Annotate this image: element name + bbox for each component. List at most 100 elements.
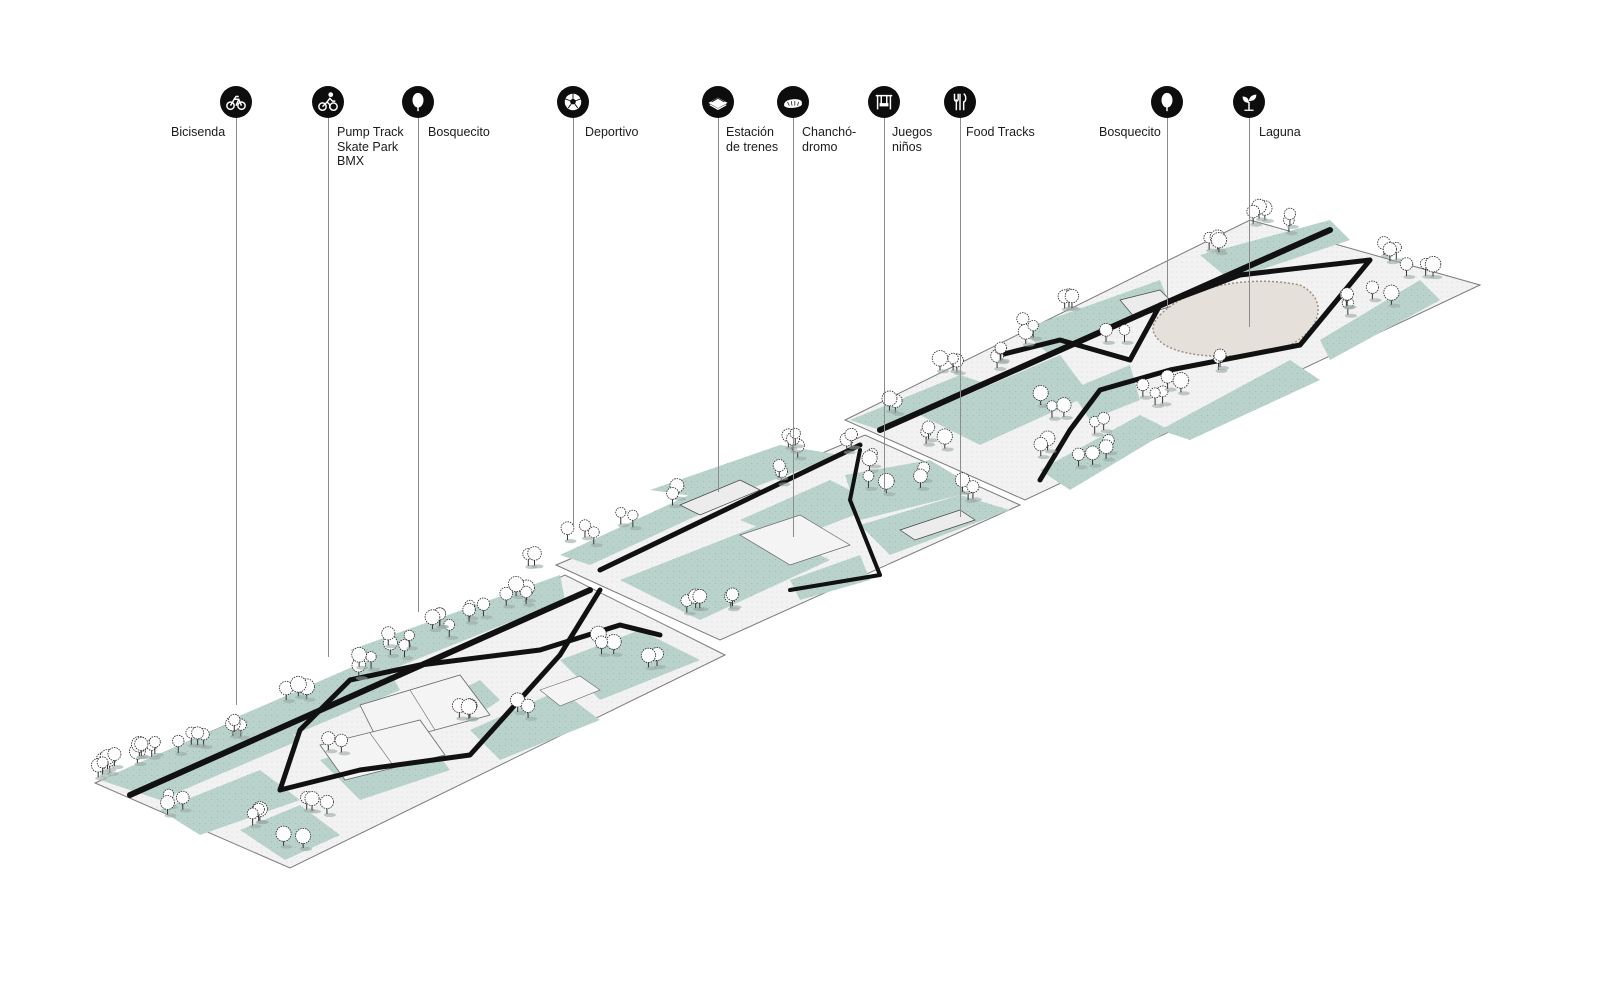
tree — [578, 519, 594, 541]
label-juegos: Juegos niños — [892, 125, 933, 154]
tree — [1383, 284, 1401, 308]
leader-line-food-tracks — [960, 117, 961, 517]
label-estacion: Estación de trenes — [726, 125, 779, 154]
tree — [499, 586, 516, 609]
leader-line-laguna — [1249, 117, 1250, 327]
tree — [1099, 323, 1116, 345]
tree — [862, 470, 878, 491]
tree — [913, 468, 930, 491]
tree — [476, 597, 493, 620]
tree — [1118, 324, 1134, 345]
cutlery-icon — [944, 86, 976, 118]
tree — [228, 713, 244, 735]
plot-1 — [93, 574, 727, 869]
tree-icon — [402, 86, 434, 118]
sprout-icon — [1233, 86, 1265, 118]
tree — [1097, 411, 1113, 434]
tree — [1283, 207, 1299, 229]
tree — [424, 609, 442, 633]
tree — [789, 427, 805, 449]
tree — [1027, 320, 1043, 341]
tree — [844, 427, 861, 450]
tree — [510, 692, 527, 715]
soccer-ball-icon — [557, 86, 589, 118]
leader-line-bosquecito-2 — [1167, 117, 1168, 307]
tree — [176, 790, 192, 813]
label-laguna: Laguna — [1259, 125, 1301, 139]
tree — [1033, 437, 1050, 460]
tree — [381, 626, 398, 649]
train-station-icon — [702, 86, 734, 118]
tree — [605, 634, 623, 657]
tree — [403, 629, 419, 651]
leader-line-bicisenda — [236, 117, 237, 705]
tree — [936, 428, 954, 452]
tree — [319, 794, 336, 817]
tree — [246, 807, 262, 829]
tree — [1213, 348, 1230, 371]
tree — [954, 472, 972, 495]
label-food-tracks: Food Tracks — [966, 125, 1035, 139]
tree — [295, 827, 313, 851]
tree — [615, 506, 630, 528]
tree — [627, 509, 642, 531]
tree — [1246, 204, 1263, 227]
cyclist-icon — [312, 86, 344, 118]
tree — [521, 698, 538, 721]
tree — [519, 585, 536, 607]
tree — [160, 795, 177, 818]
tree — [994, 341, 1010, 363]
tree — [462, 603, 479, 625]
tree — [191, 726, 207, 748]
tree — [666, 487, 682, 509]
tree — [1046, 400, 1061, 421]
tree — [1089, 416, 1104, 437]
leader-line-bosquecito-1 — [418, 117, 419, 612]
tree — [321, 731, 338, 754]
tree — [877, 472, 896, 497]
tree — [1210, 232, 1228, 256]
tree — [508, 576, 526, 600]
main-paths — [127, 227, 1373, 798]
tree — [692, 588, 709, 612]
tree — [1149, 387, 1165, 408]
tree — [460, 698, 478, 722]
tree — [1085, 445, 1102, 468]
label-bosquecito-1: Bosquecito — [428, 125, 490, 139]
tree — [289, 675, 308, 700]
tree — [1365, 280, 1382, 303]
tree — [772, 459, 789, 481]
tree — [1340, 287, 1357, 309]
tree — [1064, 288, 1081, 312]
label-deportivo: Deportivo — [585, 125, 639, 139]
stadium-icon — [777, 86, 809, 118]
tree — [931, 350, 949, 374]
tree — [1399, 257, 1416, 280]
tree — [304, 791, 322, 814]
tree — [148, 736, 164, 757]
tree — [134, 736, 151, 759]
tree — [1072, 447, 1088, 470]
tree — [1098, 439, 1116, 462]
tree — [96, 756, 112, 778]
tree — [587, 526, 603, 548]
tree — [560, 521, 577, 544]
tree — [172, 734, 188, 756]
tree — [1172, 372, 1190, 396]
tree — [1136, 378, 1152, 400]
trees — [91, 198, 1443, 851]
tree — [594, 635, 611, 658]
label-bicisenda: Bicisenda — [171, 125, 226, 139]
tree — [640, 647, 658, 671]
tree — [365, 651, 381, 672]
leader-line-pump-track — [328, 117, 329, 657]
tree — [334, 733, 351, 756]
label-pump-track: Pump Track Skate Park BMX — [337, 125, 404, 168]
tree-icon — [1151, 86, 1183, 118]
tree — [966, 480, 982, 502]
tree — [1382, 242, 1399, 265]
label-chanchodromo: Chanchó- dromo — [802, 125, 857, 154]
swing-icon — [868, 86, 900, 118]
